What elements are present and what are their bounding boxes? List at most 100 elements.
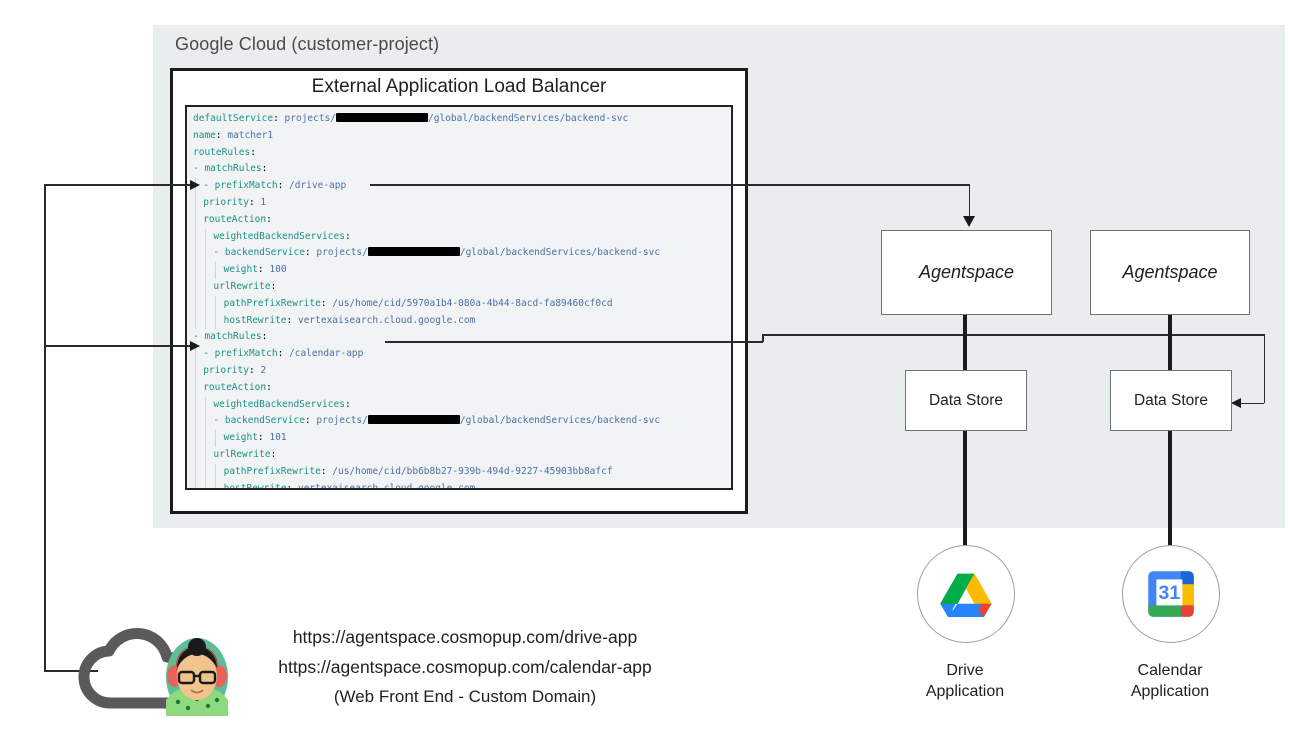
drive-application-label-line2: Application (925, 683, 1005, 700)
yaml-key: prefixMatch (214, 348, 278, 360)
connector-calendar-rule-into-datastore (1240, 402, 1264, 404)
arrow-into-agentspace-drive (963, 216, 975, 227)
yaml-line: routeAction: (193, 380, 731, 397)
yaml-plain: : (270, 280, 277, 292)
yaml-line: - matchRules: (193, 161, 731, 178)
yaml-plain: : (215, 129, 228, 141)
yaml-val: /calendar-app (289, 348, 364, 360)
yaml-line: routeRules: (193, 145, 731, 162)
calendar-application-label: Calendar Application (1080, 660, 1260, 702)
yaml-val: projects/ (284, 113, 337, 124)
calendar-application-circle[interactable]: 31 (1122, 545, 1220, 643)
yaml-line: hostRewrite: vertexaisearch.cloud.google… (193, 313, 731, 330)
yaml-plain: : (250, 146, 256, 158)
yaml-val: vertexaisearch.cloud.google.com (297, 482, 476, 490)
yaml-line: weight: 100 (193, 262, 731, 279)
yaml-val: 100 (269, 264, 287, 276)
redacted-project-id (336, 113, 429, 122)
yaml-plain: : (344, 230, 351, 242)
connector-calendar-rule-step-vertical (762, 334, 764, 342)
yaml-plain: : (304, 415, 317, 427)
link-datastore-calendar-to-calendar-app (1168, 431, 1172, 545)
yaml-val: /global/backendServices/backend-svc (459, 415, 661, 427)
front-end-urls: https://agentspace.cosmopup.com/drive-ap… (255, 622, 675, 712)
yaml-line: - backendService: projects//global/backe… (193, 413, 731, 430)
yaml-val: matcher1 (227, 129, 274, 141)
yaml-key: matchRules (204, 163, 262, 175)
connector-user-bottom-horizontal (44, 670, 98, 672)
yaml-plain: : (248, 364, 261, 376)
redacted-project-id (367, 247, 460, 257)
yaml-key: weight (223, 264, 258, 276)
link-agentspace-drive-to-datastore (963, 315, 967, 371)
agentspace-calendar-label: Agentspace (1122, 262, 1218, 282)
yaml-line: hostRewrite: vertexaisearch.cloud.google… (193, 481, 731, 490)
google-cloud-panel-title: Google Cloud (customer-project) (175, 34, 440, 54)
yaml-key: weightedBackendServices (213, 398, 345, 410)
yaml-val: 1 (260, 196, 267, 208)
yaml-plain: : (286, 482, 298, 490)
yaml-val: 101 (269, 432, 287, 444)
yaml-val: /global/backendServices/backend-svc (459, 247, 661, 259)
yaml-key: pathPrefixRewrite (223, 465, 321, 477)
drive-application-label: Drive Application (875, 660, 1055, 702)
yaml-plain: : (261, 163, 268, 175)
drive-application-label-line1: Drive (946, 662, 984, 679)
link-agentspace-calendar-to-datastore (1168, 315, 1172, 371)
connector-calendar-rule-horizontal-b (762, 334, 1265, 336)
yaml-line: name: matcher1 (193, 128, 731, 145)
connector-drive-rule-to-agentspace-horizontal (370, 184, 970, 186)
yaml-line: - backendService: projects/ /global/backe… (193, 245, 731, 262)
yaml-line: urlRewrite: (193, 279, 731, 296)
yaml-dash: - (203, 348, 215, 360)
yaml-line: pathPrefixRewrite: /us/home/cid/bb6b8b27… (193, 464, 731, 481)
yaml-line: defaultService: projects//global/backend… (193, 111, 731, 128)
yaml-indent-guide (215, 262, 217, 279)
yaml-plain: : (270, 448, 277, 460)
yaml-key: urlRewrite (213, 280, 271, 292)
yaml-plain: : (277, 348, 290, 360)
yaml-key: hostRewrite (223, 482, 287, 490)
yaml-key: priority (203, 364, 249, 376)
yaml-line: pathPrefixRewrite: /us/home/cid/5970a1b4… (193, 296, 731, 313)
agentspace-drive-label: Agentspace (918, 262, 1015, 282)
yaml-line: - matchRules: (193, 329, 731, 346)
yaml-indent-guide (215, 295, 217, 330)
agentspace-calendar-node[interactable]: Agentspace (1090, 230, 1250, 315)
yaml-key: hostRewrite (223, 314, 287, 326)
yaml-val: /us/home/cid/bb6b8b27-939b-494d-9227-459… (332, 465, 613, 477)
yaml-plain: : (304, 247, 317, 259)
yaml-val: projects/ (316, 247, 368, 259)
yaml-line: priority: 1 (193, 195, 731, 212)
yaml-line: weight: 101 (193, 430, 731, 447)
url-drive-app[interactable]: https://agentspace.cosmopup.com/drive-ap… (292, 627, 638, 647)
yaml-indent-guide (205, 396, 207, 488)
yaml-plain: : (266, 381, 272, 393)
yaml-line: priority: 2 (193, 363, 731, 380)
yaml-line: routeAction: (193, 212, 731, 229)
agentspace-drive-node[interactable]: Agentspace (881, 230, 1052, 315)
yaml-indent-guide (215, 430, 217, 447)
datastore-calendar-node[interactable]: Data Store (1110, 370, 1232, 431)
datastore-drive-node[interactable]: Data Store (905, 370, 1027, 431)
yaml-val: /drive-app (289, 180, 347, 192)
yaml-plain: : (344, 398, 351, 410)
drive-application-circle[interactable] (917, 545, 1015, 643)
datastore-calendar-label: Data Store (1133, 391, 1209, 409)
url-calendar-app[interactable]: https://agentspace.cosmopup.com/calendar… (278, 657, 652, 677)
url-map-yaml-code-block[interactable]: defaultService: projects//global/backend… (185, 105, 733, 490)
yaml-key: name (193, 129, 216, 141)
yaml-val: /us/home/cid/5970a1b4-080a-4b44-8acd-fa8… (332, 297, 613, 309)
yaml-dash: - (213, 415, 225, 427)
load-balancer-title: External Application Load Balancer (311, 76, 607, 97)
yaml-plain: : (266, 213, 272, 225)
yaml-dash: - (213, 247, 225, 259)
calendar-application-label-line1: Calendar (1137, 662, 1203, 679)
redacted-project-id (367, 415, 460, 425)
yaml-content: defaultService: projects//global/backend… (187, 107, 731, 490)
yaml-key: backendService (224, 247, 305, 259)
yaml-plain: : (286, 314, 298, 326)
yaml-plain: : (257, 264, 270, 276)
yaml-val: 2 (260, 364, 267, 376)
